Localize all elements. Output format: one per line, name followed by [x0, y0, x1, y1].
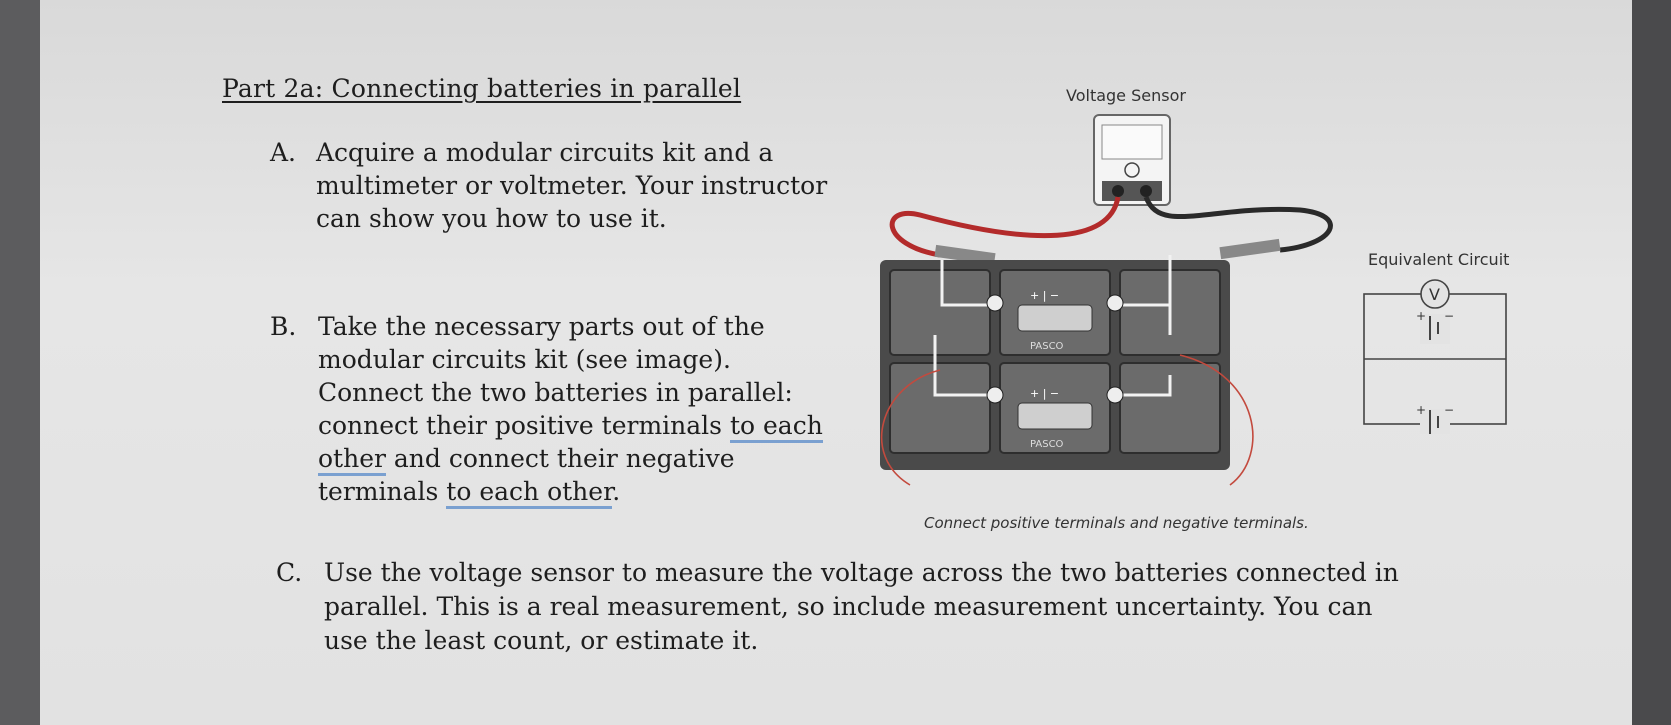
item-c-text: Use the voltage sensor to measure the vo…: [324, 556, 1399, 658]
item-a-marker: A.: [270, 138, 297, 167]
item-b-line: Connect the two batteries in parallel:: [318, 378, 793, 407]
item-b-marker: B.: [270, 312, 297, 341]
red-lead-wire: [889, 196, 1121, 258]
battery-bottom: [1017, 402, 1093, 430]
equivalent-circuit-diagram: V + − + −: [1363, 279, 1507, 434]
item-a-text: Acquire a modular circuits kit and a mul…: [316, 136, 827, 235]
item-b-text: Take the necessary parts out of the modu…: [318, 310, 823, 509]
item-b-line: modular circuits kit (see image).: [318, 345, 731, 374]
brand-mark-top: PASCO: [1030, 341, 1064, 352]
plus-sign: +: [1416, 403, 1426, 417]
page-title: Part 2a: Connecting batteries in paralle…: [222, 74, 742, 103]
battery-symbol-bottom: + −: [1416, 403, 1454, 434]
item-b-text-span: terminals: [318, 477, 447, 506]
voltage-sensor-device: [1093, 114, 1171, 206]
battery-bottom-polarity: + | −: [1030, 387, 1059, 400]
voltmeter-symbol: [1420, 279, 1450, 309]
item-a-line: can show you how to use it.: [316, 204, 667, 233]
item-b-text-span: .: [612, 477, 621, 506]
item-c-line: parallel. This is a real measurement, so…: [324, 592, 1373, 621]
item-b-line: connect their positive terminals to each: [318, 409, 823, 443]
equivalent-circuit-label: Equivalent Circuit: [1368, 250, 1510, 269]
screen-bezel-right: [1632, 0, 1671, 725]
item-a-line: multimeter or voltmeter. Your instructor: [316, 171, 828, 200]
minus-sign: −: [1444, 309, 1454, 323]
item-c-marker: C.: [276, 558, 303, 587]
battery-top: [1017, 304, 1093, 332]
red-arrow-left: [881, 369, 941, 486]
item-c-line: Use the voltage sensor to measure the vo…: [324, 558, 1399, 587]
item-a-line: Acquire a modular circuits kit and a: [316, 138, 774, 167]
battery-top-polarity: + | −: [1030, 289, 1059, 302]
item-b-line: Take the necessary parts out of the: [318, 312, 765, 341]
brand-mark-bottom: PASCO: [1030, 439, 1064, 450]
minus-sign: −: [1444, 403, 1454, 417]
plus-sign: +: [1416, 309, 1426, 323]
voltmeter-letter: V: [1429, 285, 1440, 304]
highlight-mark: other: [318, 444, 386, 476]
black-lead-wire: [1143, 195, 1333, 253]
highlight-mark: to each: [729, 411, 823, 443]
item-b-line: terminals to each other.: [318, 475, 823, 509]
highlight-mark: to each other: [446, 477, 613, 509]
battery-kit-figure: + | − + | − PASCO PASCO: [880, 114, 1333, 486]
item-b-text-span: and connect their negative: [385, 444, 735, 473]
item-b-text-span: connect their positive terminals: [318, 411, 730, 440]
screen-bezel-left: [0, 0, 40, 725]
voltage-sensor-label: Voltage Sensor: [1066, 86, 1186, 105]
projected-screen: [40, 0, 1632, 725]
item-b-line: other and connect their negative: [318, 442, 823, 476]
figure-caption: Connect positive terminals and negative …: [924, 514, 1309, 532]
red-arrow-right: [1179, 354, 1254, 486]
battery-symbol-top: + −: [1416, 309, 1454, 344]
item-c-line: use the least count, or estimate it.: [324, 626, 759, 655]
